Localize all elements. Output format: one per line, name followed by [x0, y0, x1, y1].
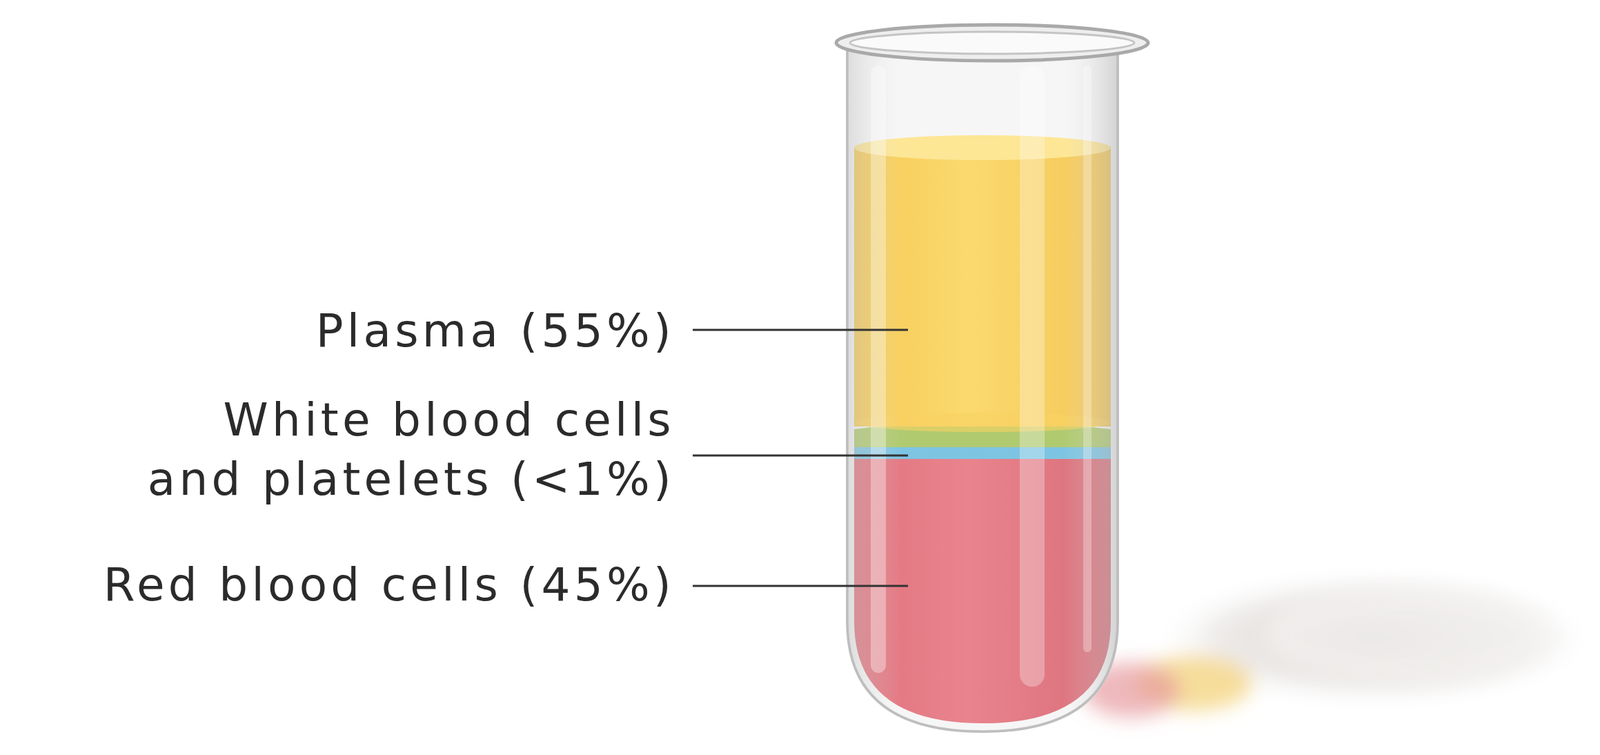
- white-cell-label: White blood cells and platelets (<1%): [143, 390, 675, 510]
- leader-line: [692, 329, 908, 586]
- tube-glass: [847, 48, 1118, 732]
- tube-shadow: [1083, 572, 1594, 718]
- plasma-label: Plasma (55%): [315, 301, 675, 361]
- tube-rim: [836, 24, 1149, 61]
- red-cell-label: Red blood cells (45%): [103, 555, 675, 615]
